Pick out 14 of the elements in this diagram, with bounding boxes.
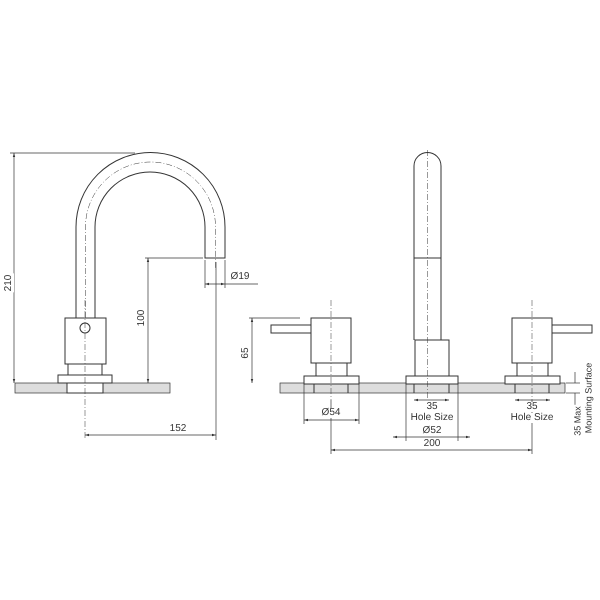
dimension-label: 65 <box>241 346 251 360</box>
dimension-label: Mounting Surface <box>584 362 594 434</box>
dimension-label: 35 <box>425 402 439 412</box>
dimension-label: Ø52 <box>422 426 442 436</box>
dimension-label: 35 <box>525 402 539 412</box>
dimension-label: Ø54 <box>320 408 342 418</box>
dimension-label: Hole Size <box>510 413 554 423</box>
dimension-label: 152 <box>168 424 188 434</box>
dimension-label: Hole Size <box>410 413 454 423</box>
dimension-label: 35 Max <box>574 405 582 437</box>
dimension-label: 100 <box>137 308 147 328</box>
dimension-label: Ø19 <box>230 272 250 282</box>
dimension-label: 200 <box>422 439 442 449</box>
dimension-label: 210 <box>4 274 14 292</box>
